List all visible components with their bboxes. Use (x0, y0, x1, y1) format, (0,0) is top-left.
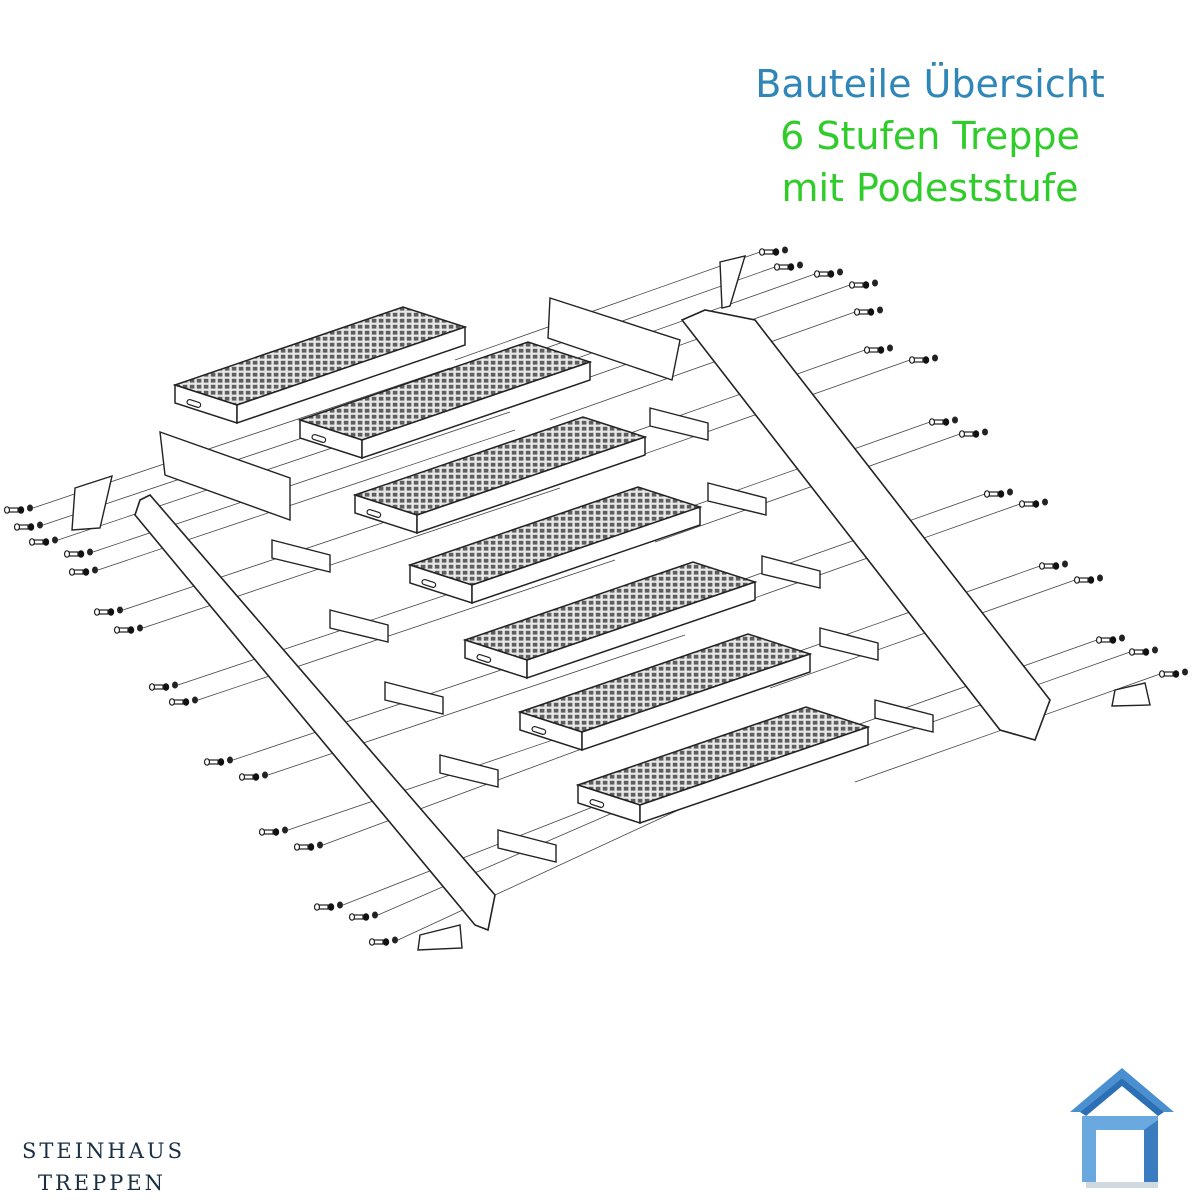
step-5 (462, 561, 758, 680)
bolt-19 (813, 267, 844, 279)
bolt-6 (93, 605, 124, 617)
step-nosing (236, 325, 466, 425)
bolt-21 (853, 305, 884, 317)
bolt-9 (168, 695, 199, 707)
bolt-31 (1128, 645, 1159, 657)
step-plate-7 (707, 482, 767, 516)
bolt-15 (348, 910, 379, 922)
bolt-7 (113, 623, 144, 635)
step-slot (311, 433, 327, 443)
bolt-17 (758, 245, 789, 257)
bolt-14 (313, 900, 344, 912)
bolt-2 (13, 520, 44, 532)
title-line-3: mit Podeststufe (781, 166, 1079, 210)
step-1 (172, 306, 468, 425)
step-slot (531, 725, 547, 735)
bolt-13 (293, 840, 324, 852)
assembly-line-left-16 (397, 799, 701, 941)
step-2 (297, 341, 593, 460)
step-nosing (581, 652, 811, 752)
bolt-30 (1095, 633, 1126, 645)
stringers (134, 309, 1051, 932)
bolt-24 (928, 415, 959, 427)
brand-line-1: STEINHAUS (22, 1139, 185, 1163)
bolt-4 (63, 547, 94, 559)
step-plate-2 (329, 609, 389, 643)
bolt-3 (28, 535, 59, 547)
right-wall-bracket (719, 255, 747, 309)
title-line-1: Bauteile Übersicht (755, 62, 1105, 106)
step-slot (476, 653, 492, 663)
step-nosing (361, 360, 591, 460)
assembly-line-right-15 (824, 651, 1131, 761)
bolt-5 (68, 565, 99, 577)
bolt-23 (908, 353, 939, 365)
step-slot (589, 798, 605, 808)
assembly-line-left-9 (197, 559, 616, 701)
right-floor-bracket (1111, 682, 1151, 707)
step-nosing (639, 725, 869, 825)
step-plate-5 (497, 829, 557, 863)
brackets (71, 255, 1151, 951)
step-plate-3 (384, 681, 444, 715)
bolt-16 (368, 935, 399, 947)
left-floor-bracket (417, 924, 463, 951)
bolt-27 (1018, 497, 1049, 509)
bolt-10 (203, 755, 234, 767)
left-top-angle (159, 430, 291, 521)
bolt-1 (3, 503, 34, 515)
step-slot (186, 398, 202, 408)
step-plate-10 (874, 699, 934, 733)
bolt-28 (1038, 559, 1069, 571)
bolt-29 (1073, 573, 1104, 585)
bolt-8 (148, 680, 179, 692)
step-slot (421, 578, 437, 588)
step-nosing (471, 505, 701, 605)
step-plate-1 (271, 539, 331, 573)
step-plate-4 (439, 754, 499, 788)
bolt-12 (258, 825, 289, 837)
step-plate-8 (761, 555, 821, 589)
step-slot (366, 508, 382, 518)
brand-wordmark: STEINHAUS TREPPEN (22, 1135, 182, 1199)
step-nosing (416, 435, 646, 535)
step-nosing (526, 580, 756, 680)
bolt-18 (773, 260, 804, 272)
house-logo-icon (1070, 1068, 1174, 1188)
bolt-25 (958, 427, 989, 439)
assembly-line-right-1 (454, 251, 761, 361)
left-stringer (134, 494, 496, 932)
bolt-20 (848, 278, 879, 290)
bolt-32 (1158, 667, 1189, 679)
left-wall-bracket (71, 474, 113, 531)
bolt-26 (983, 487, 1014, 499)
right-stringer (680, 309, 1051, 741)
assembly-line-right-13 (769, 579, 1076, 689)
steps (172, 306, 871, 825)
title-line-2: 6 Stufen Treppe (780, 114, 1080, 158)
assembly-line-right-5 (549, 311, 856, 421)
bolt-22 (863, 343, 894, 355)
step-plate-9 (819, 627, 879, 661)
step-3 (352, 416, 648, 535)
step-4 (407, 486, 703, 605)
step-7 (575, 706, 871, 825)
assembly-line-right-9 (654, 433, 961, 543)
step-6 (517, 633, 813, 752)
brand-line-2: TREPPEN (37, 1171, 167, 1195)
step-plate-6 (649, 407, 709, 441)
right-top-angle (547, 297, 681, 381)
title-block: Bauteile Übersicht 6 Stufen Treppe mit P… (700, 58, 1160, 214)
bolt-11 (238, 770, 269, 782)
